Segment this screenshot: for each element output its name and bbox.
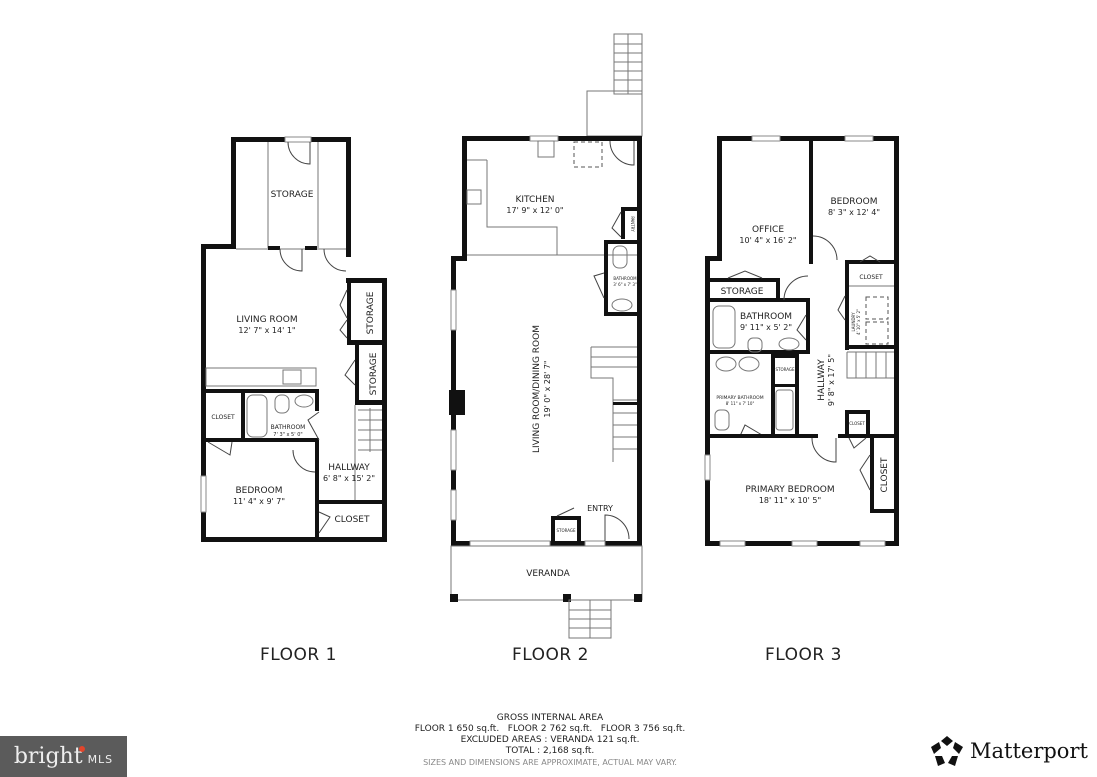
- room-label: CLOSET: [211, 414, 235, 421]
- room-label: HALLWAY: [328, 463, 370, 473]
- area-summary: GROSS INTERNAL AREA FLOOR 1 650 sq.ft. F…: [380, 713, 720, 768]
- room-label: PRIMARY BEDROOM: [745, 485, 834, 495]
- floor-1-plan: [200, 136, 387, 542]
- floor-1-title: FLOOR 1: [260, 645, 337, 665]
- room-dims: 6' 8" x 15' 2": [323, 474, 375, 483]
- matterport-logo: Matterport: [930, 735, 1088, 767]
- bright-mls-logo-icon: bright MLS: [0, 736, 127, 777]
- floor-2-title: FLOOR 2: [512, 645, 589, 665]
- room-label: STORAGE: [366, 291, 376, 334]
- vendor-name: Matterport: [970, 739, 1088, 763]
- room-label: STORAGE: [775, 367, 795, 372]
- summary-disclaimer: SIZES AND DIMENSIONS ARE APPROXIMATE, AC…: [423, 758, 677, 767]
- room-label: BATHROOM: [740, 312, 792, 322]
- room-dims: 18' 11" x 10' 5": [759, 496, 821, 505]
- room-label: KITCHEN: [516, 195, 555, 205]
- room-label: VERANDA: [526, 569, 570, 579]
- summary-total: TOTAL : 2,168 sq.ft.: [505, 746, 595, 756]
- room-dims: 11' 4" x 9' 7": [233, 497, 285, 506]
- room-label: LIVING ROOM/DINING ROOM: [532, 325, 542, 453]
- summary-heading: GROSS INTERNAL AREA: [496, 713, 604, 723]
- room-dims: 10' 4" x 16' 2": [739, 236, 796, 245]
- brand-spark-icon: [78, 745, 85, 752]
- room-label: BEDROOM: [831, 197, 878, 207]
- room-label: BEDROOM: [236, 486, 283, 496]
- room-label: BATHROOM: [613, 276, 637, 281]
- room-label: HALLWAY: [817, 359, 827, 401]
- floor-2-plan: [449, 33, 643, 639]
- room-label: OFFICE: [752, 225, 784, 235]
- room-dims: 4' 10" x 5' 2": [856, 309, 861, 335]
- room-label: STORAGE: [721, 287, 764, 297]
- mls-brand-word: bright: [13, 744, 83, 769]
- room-label: BATHROOM: [271, 424, 306, 431]
- room-dims: 19' 0" x 28' 7": [543, 360, 552, 417]
- room-label: STORAGE: [369, 352, 379, 395]
- room-label: ENTRY: [587, 504, 613, 513]
- floor-1-labels: STORAGE LIVING ROOM 12' 7" x 14' 1" STOR…: [211, 190, 379, 525]
- floor-plan-drawing: STORAGE LIVING ROOM 12' 7" x 14' 1" STOR…: [200, 33, 899, 639]
- room-dims: 3' 6" x 7' 3": [613, 282, 637, 287]
- summary-excluded: EXCLUDED AREAS : VERANDA 121 sq.ft.: [460, 735, 640, 745]
- room-dims: 8' 3" x 12' 4": [828, 208, 880, 217]
- floor-3-title: FLOOR 3: [765, 645, 842, 665]
- mls-brand-suffix: MLS: [87, 753, 114, 766]
- room-dims: 17' 9" x 12' 0": [506, 206, 563, 215]
- room-label: STORAGE: [271, 190, 314, 200]
- room-label: CLOSET: [849, 421, 865, 426]
- floor-3-labels: OFFICE 10' 4" x 16' 2" BEDROOM 8' 3" x 1…: [716, 197, 890, 505]
- matterport-logo-icon: [931, 736, 963, 766]
- room-dims: 12' 7" x 14' 1": [238, 326, 295, 335]
- room-label: STORAGE: [556, 528, 576, 533]
- room-dims: 8' 11" x 7' 10": [726, 401, 755, 406]
- room-label: CLOSET: [335, 515, 370, 525]
- room-dims: 9' 11" x 5' 2": [740, 323, 792, 332]
- room-label: CLOSET: [859, 274, 883, 281]
- room-label: LIVING ROOM: [236, 315, 297, 325]
- room-dims: 7' 3" x 5' 0": [273, 432, 302, 438]
- floor-2-labels: KITCHEN 17' 9" x 12' 0" PANTRY BATHROOM …: [506, 195, 637, 579]
- floor-3-plan: [704, 135, 899, 547]
- room-label: PRIMARY BATHROOM: [716, 395, 763, 401]
- room-label: LAUNDRY: [851, 312, 856, 332]
- room-label: PANTRY: [630, 216, 635, 232]
- room-label: CLOSET: [880, 457, 890, 492]
- summary-floors: FLOOR 1 650 sq.ft. FLOOR 2 762 sq.ft. FL…: [414, 724, 686, 734]
- room-dims: 9' 8" x 17' 5": [827, 354, 836, 406]
